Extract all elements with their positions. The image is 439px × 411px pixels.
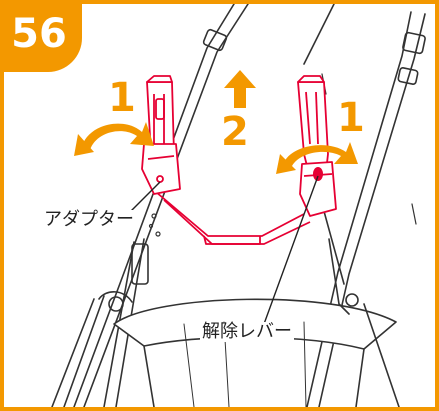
frame-details <box>148 73 417 237</box>
lever-leader-line <box>263 175 319 325</box>
step-1-right-label: 1 <box>337 95 365 141</box>
step-1-left-label: 1 <box>108 75 136 121</box>
left-frame-tube <box>73 4 249 407</box>
stroller-illustration <box>51 4 426 407</box>
release-lever-knob <box>313 167 323 181</box>
basket <box>113 298 397 407</box>
right-rear-parts <box>321 203 400 407</box>
step-number: 56 <box>11 11 67 57</box>
release-lever-label: 解除レバー <box>200 321 294 342</box>
step-number-badge: 56 <box>4 4 82 72</box>
adapter-label: アダプター <box>42 209 136 230</box>
rotate-left-arrow-icon <box>74 122 154 156</box>
rear-tube <box>303 4 335 65</box>
left-hinge <box>51 291 133 407</box>
left-adapter-mount <box>141 75 181 195</box>
adapter-bar <box>155 191 305 237</box>
rotate-right-arrow-icon <box>276 142 358 174</box>
step-2-label: 2 <box>221 109 249 155</box>
lift-up-arrow-icon <box>224 70 256 108</box>
